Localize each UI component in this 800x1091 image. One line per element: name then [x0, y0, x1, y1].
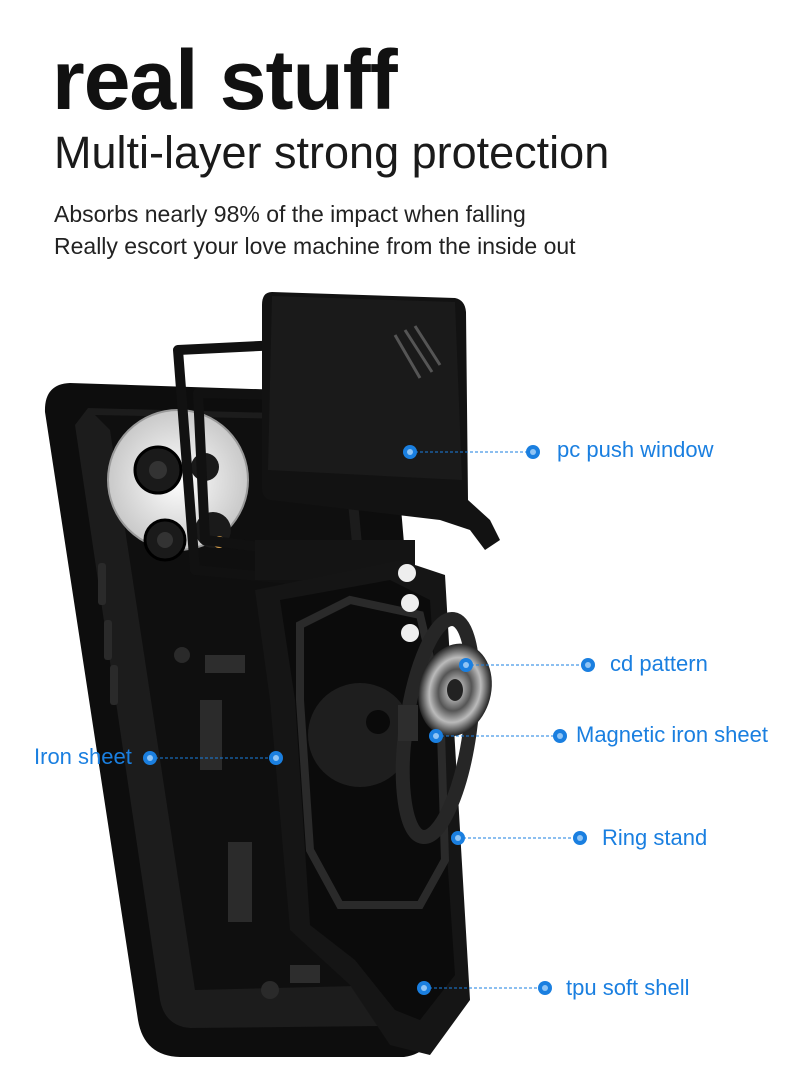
headline: real stuff	[52, 33, 398, 127]
subheadline: Multi-layer strong protection	[54, 127, 610, 178]
description-line-2: Really escort your love machine from the…	[54, 233, 576, 259]
callout-pc-push-window: pc push window	[557, 437, 714, 462]
ring-stand	[395, 611, 481, 845]
cd-pattern-disc	[418, 643, 492, 737]
callout-iron-sheet: Iron sheet	[34, 744, 132, 769]
callout-magnetic-iron-sheet: Magnetic iron sheet	[576, 722, 768, 747]
callout-tpu-soft-shell: tpu soft shell	[566, 975, 690, 1000]
callout-ring-stand: Ring stand	[602, 825, 708, 850]
callout-dots	[143, 445, 595, 995]
callout-cd-pattern: cd pattern	[610, 651, 708, 676]
pc-push-window	[262, 292, 500, 550]
description-line-1: Absorbs nearly 98% of the impact when fa…	[54, 201, 526, 227]
leader-lines	[150, 451, 588, 989]
